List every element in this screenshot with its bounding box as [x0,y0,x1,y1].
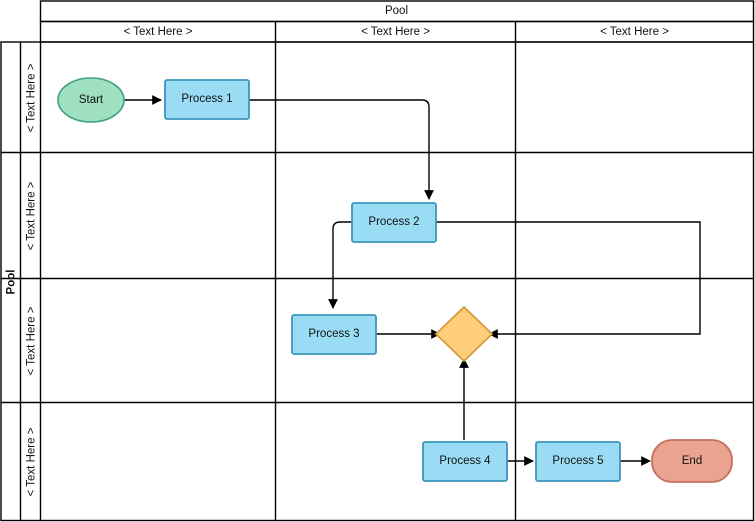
lane-label-1: < Text Here > [25,181,38,251]
connectors [124,95,701,466]
node-start[interactable] [57,77,125,123]
column-header-1: < Text Here > [361,25,430,38]
edge-process2-process3 [328,221,352,309]
lane-label-0: < Text Here > [25,63,38,132]
node-end[interactable] [651,439,733,483]
node-process4[interactable] [422,441,508,482]
node-process3[interactable] [291,314,377,355]
lane-label-3: < Text Here > [25,427,38,497]
edge-process2-gateway [435,221,701,339]
node-process1[interactable] [164,79,250,120]
node-process2[interactable] [351,202,437,243]
node-gateway[interactable] [434,305,494,363]
pool-vertical-label: Pool [5,269,18,294]
pool-header-label: Pool [384,5,409,17]
column-header-0: < Text Here > [123,25,193,38]
lane-label-2: < Text Here > [25,306,38,376]
column-header-2: < Text Here > [600,25,669,38]
node-process5[interactable] [535,441,621,482]
edge-process1-process2 [249,99,434,200]
